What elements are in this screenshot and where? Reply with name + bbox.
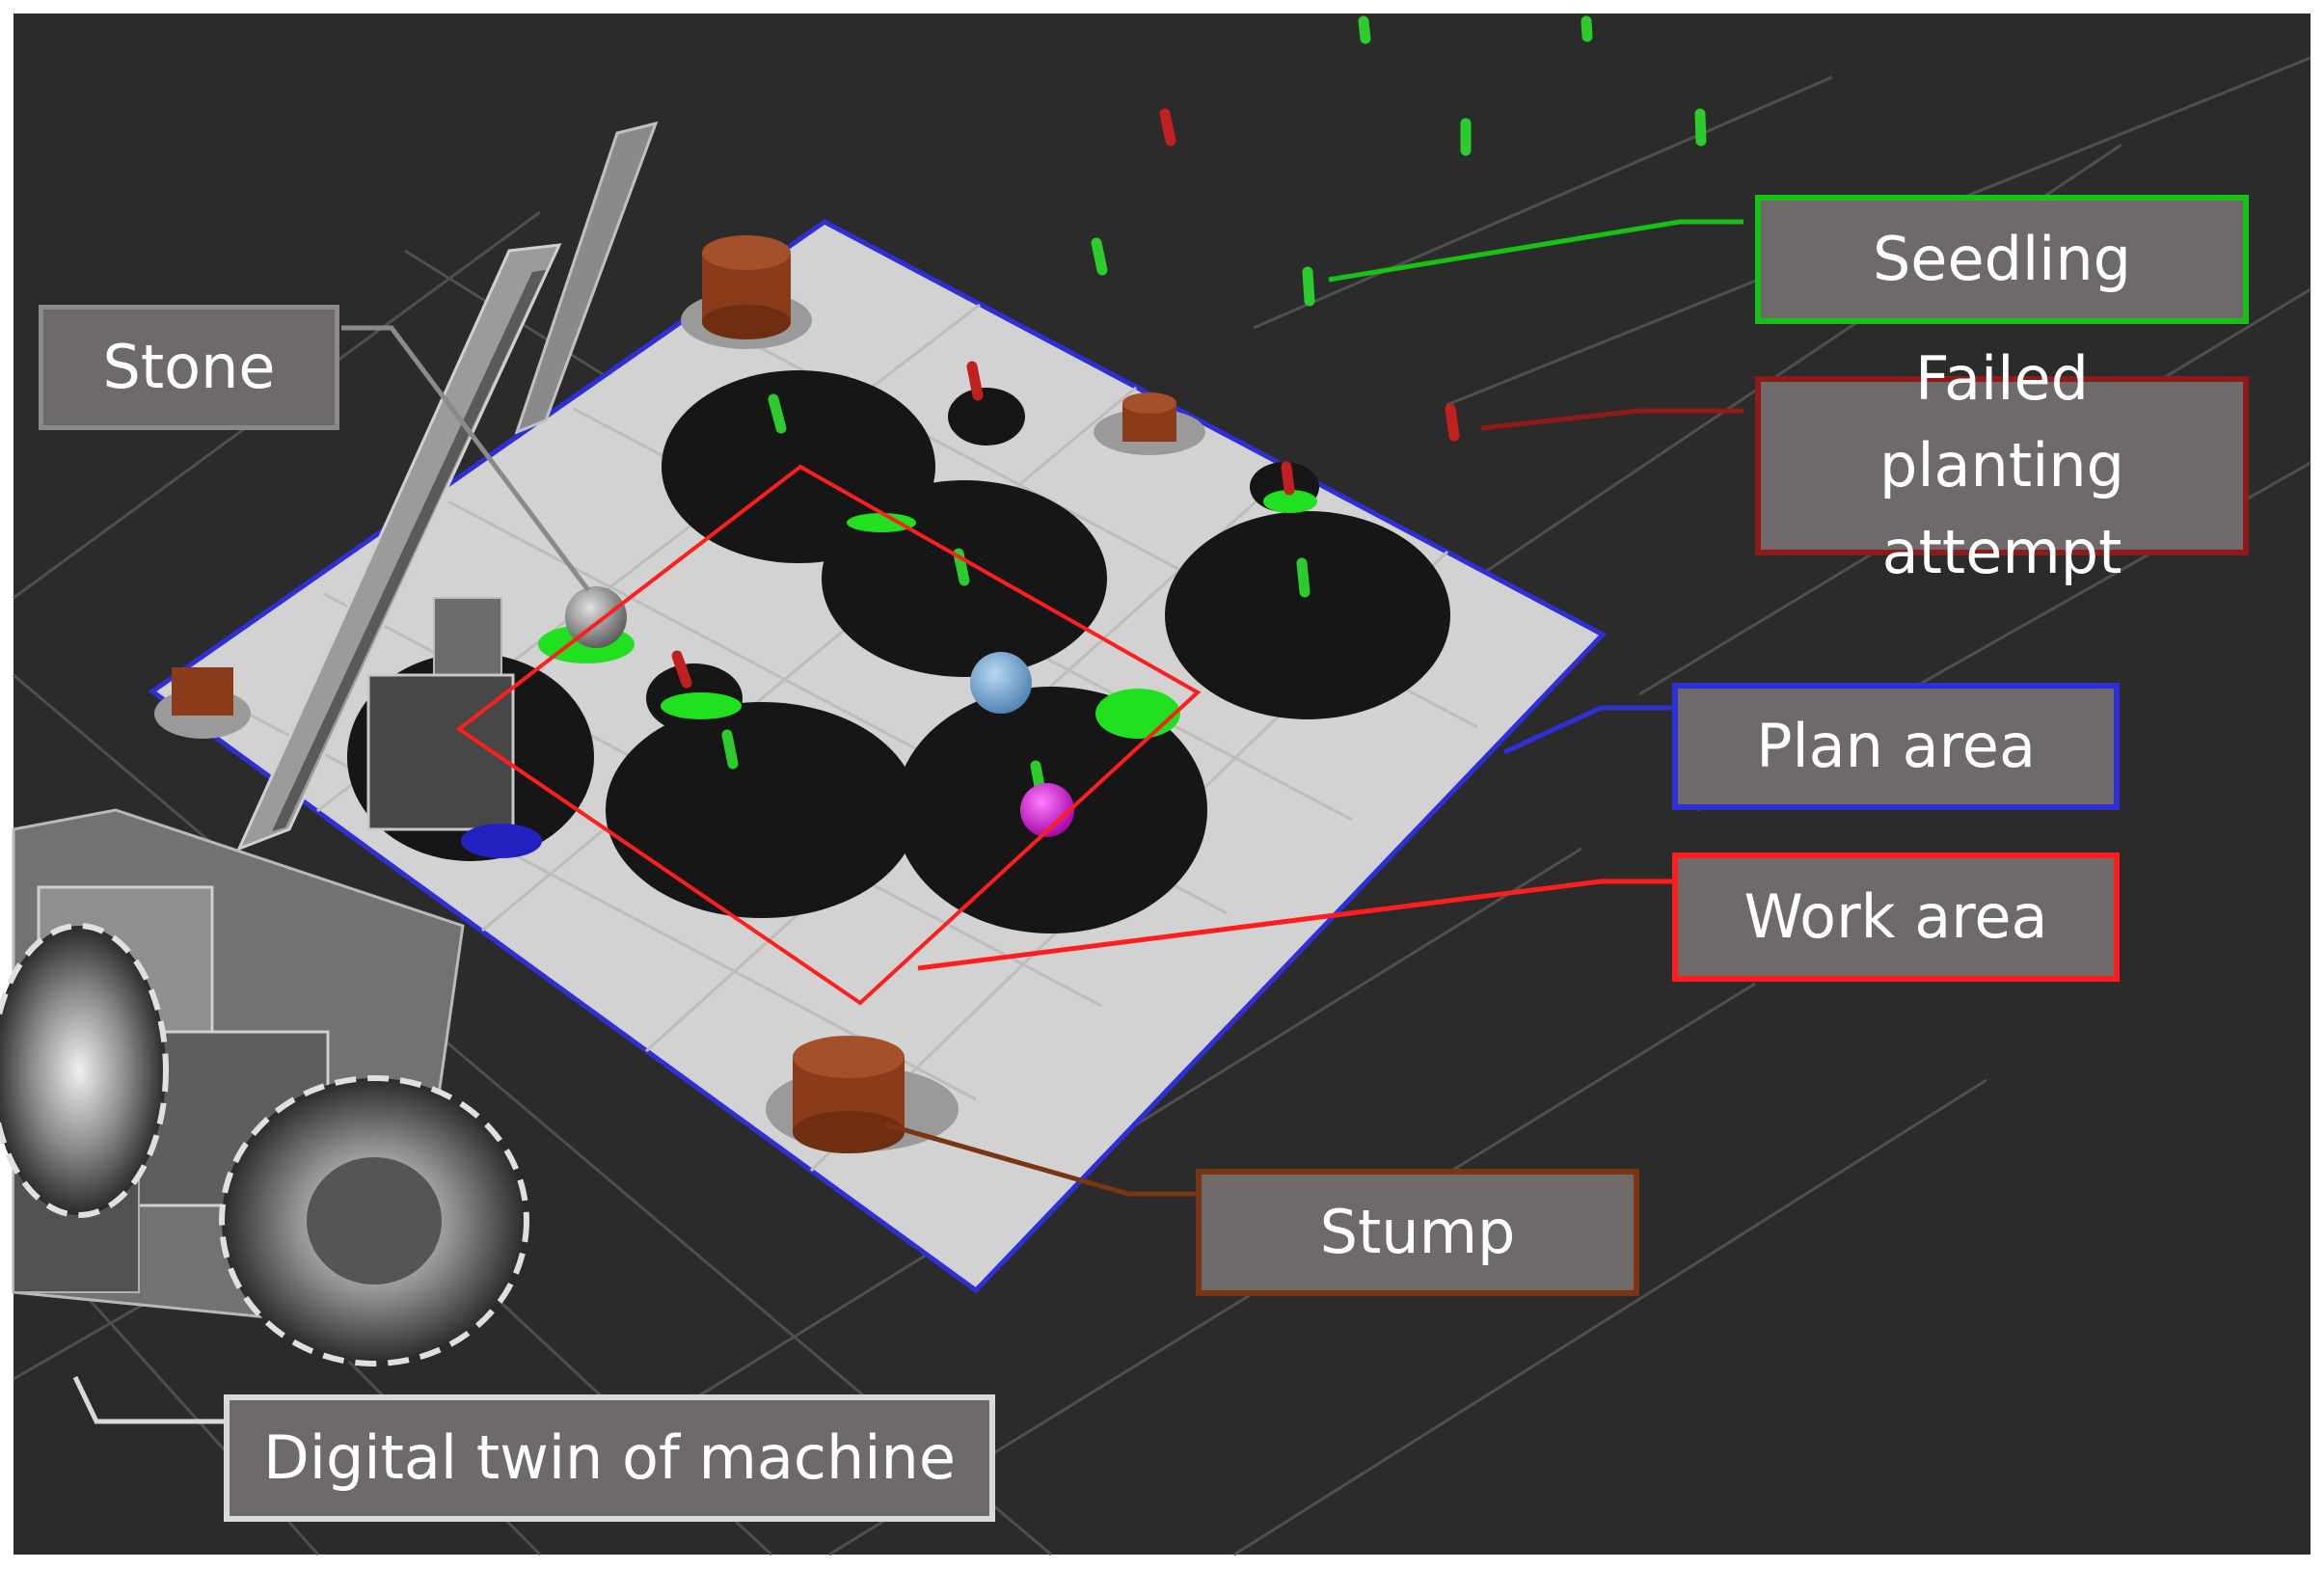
stump-markers: [154, 235, 1205, 1153]
stump-label-text: Stump: [1319, 1197, 1516, 1268]
stone-label-text: Stone: [102, 332, 276, 403]
work-area-leader-line: [917, 879, 1674, 971]
failed-planting-label-text: Failed planting attempt: [1878, 343, 2125, 587]
stump-leader-line: [884, 1122, 1196, 1197]
plan-area-label: Plan area: [1672, 683, 2120, 810]
stone-marker: [565, 586, 627, 648]
seedling-label: Seedling: [1755, 195, 2249, 324]
digital-twin-label: Digital twin of machine: [224, 1394, 995, 1522]
stone-label: Stone: [39, 305, 339, 430]
seedling-markers: [721, 15, 1707, 802]
goal-position-ball: [1020, 783, 1074, 837]
work-area-label: Work area: [1672, 852, 2120, 982]
plan-area-label-text: Plan area: [1756, 711, 2036, 782]
failed-planting-label: Failed planting attempt: [1755, 343, 2249, 587]
digital-twin-leader-line: [72, 1375, 224, 1424]
seedling-leader-line: [1328, 219, 1743, 283]
stone-leader-line: [341, 325, 590, 592]
machine-arm: [236, 121, 659, 858]
failed-planting-markers: [671, 108, 1460, 689]
target-position-ball: [970, 652, 1032, 714]
work-area-label-text: Work area: [1743, 881, 2048, 953]
seedling-label-text: Seedling: [1872, 224, 2132, 295]
plan-area-leader-line: [1502, 705, 1674, 755]
stump-label: Stump: [1196, 1169, 1639, 1296]
work-area-outline: [455, 464, 1202, 1006]
failed-leader-line: [1480, 408, 1743, 431]
machine-body: [0, 808, 529, 1366]
digital-twin-label-text: Digital twin of machine: [263, 1422, 956, 1494]
